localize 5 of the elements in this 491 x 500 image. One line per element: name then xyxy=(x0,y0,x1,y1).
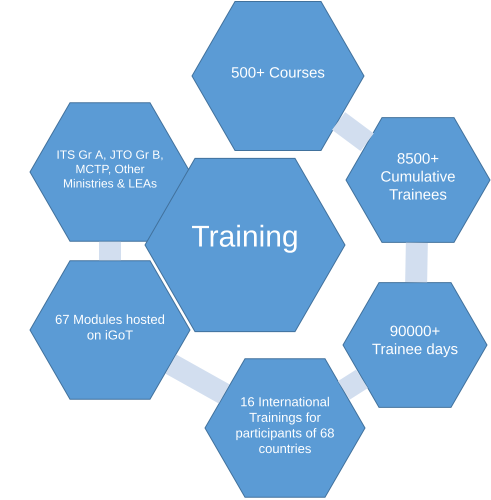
connector xyxy=(166,354,230,404)
connector xyxy=(405,242,428,282)
connector xyxy=(99,242,121,260)
connector xyxy=(338,370,368,400)
connector xyxy=(332,112,374,152)
